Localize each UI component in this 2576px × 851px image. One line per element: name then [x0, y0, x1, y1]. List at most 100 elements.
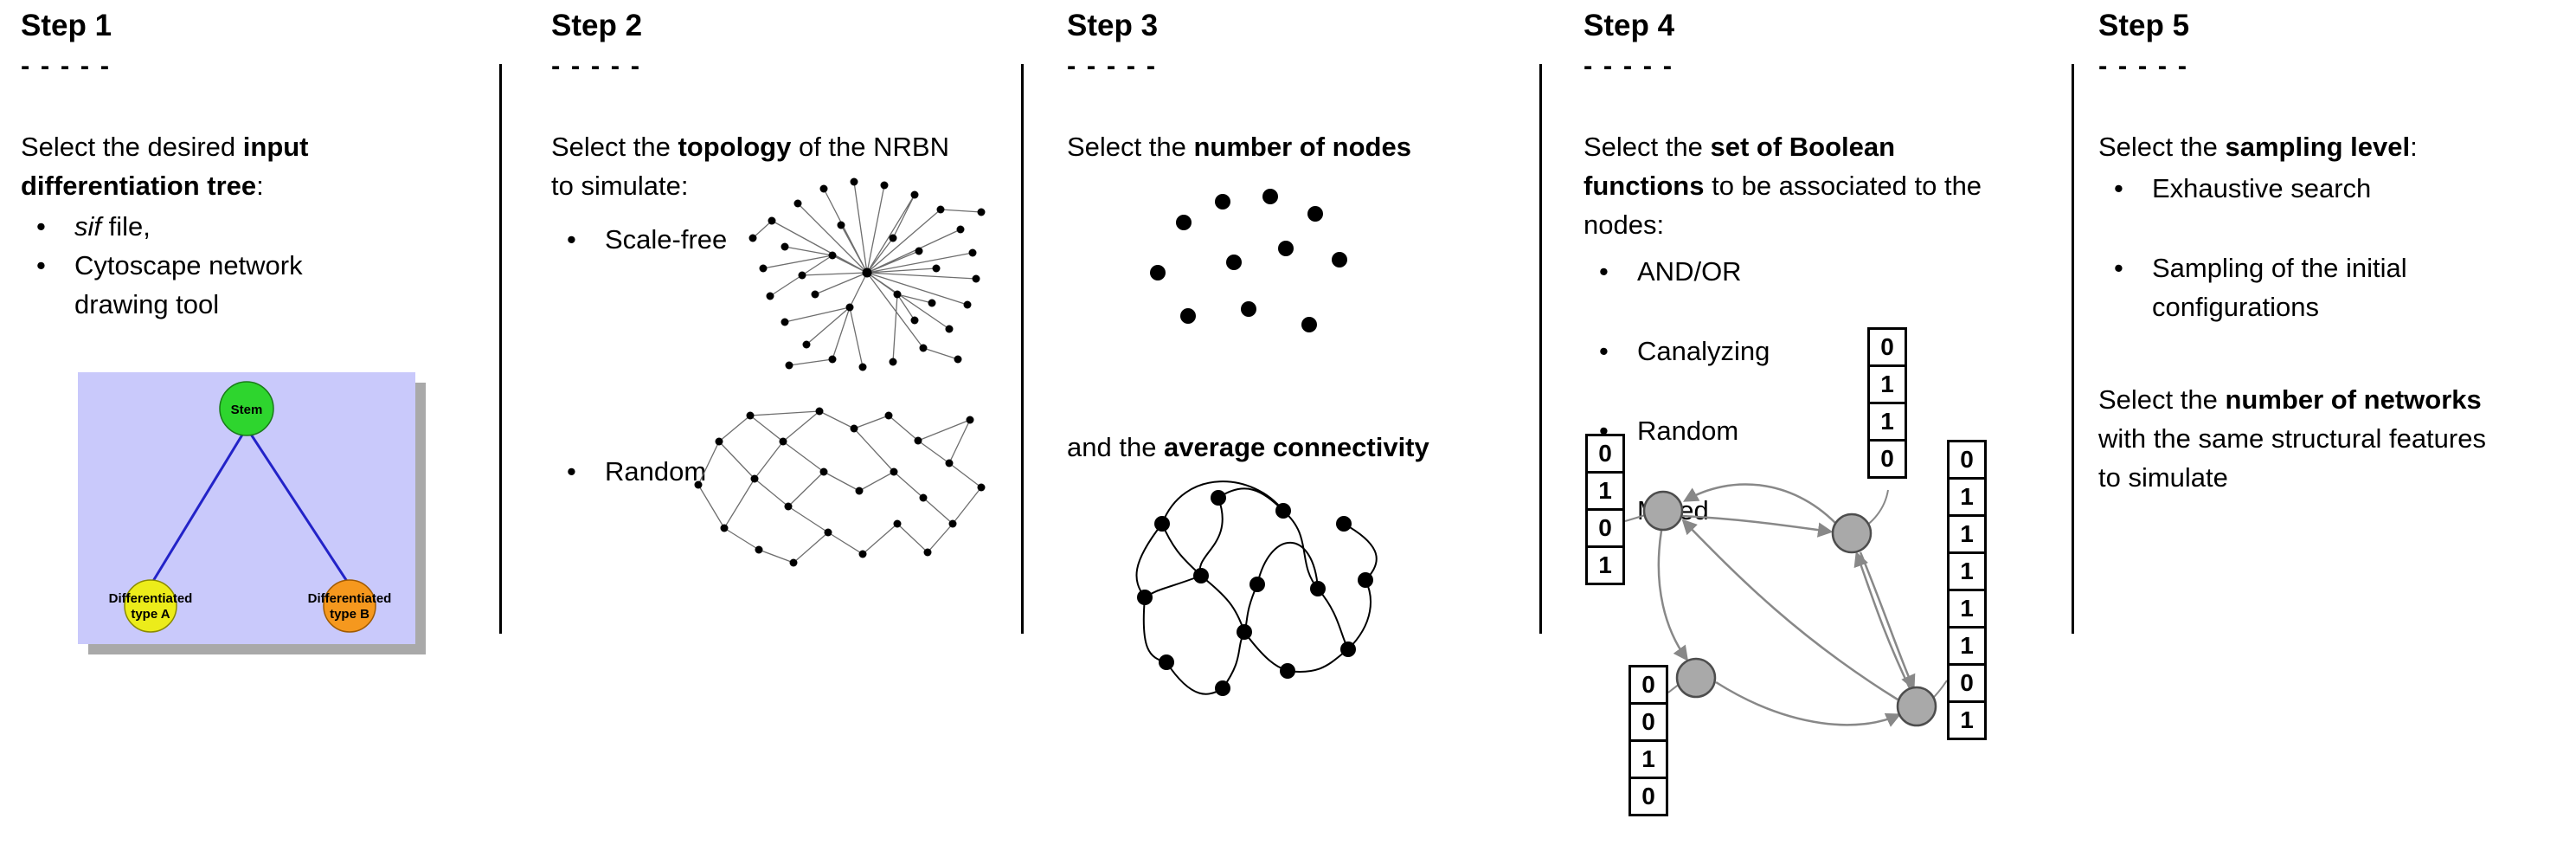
type-b-label-line1: Differentiated [308, 591, 392, 606]
boolean-table-cell: 0 [1585, 508, 1625, 548]
boolean-table-cell: 0 [1947, 440, 1987, 480]
step-1-intro-post: : [256, 170, 264, 201]
column-divider [1539, 64, 1542, 634]
step-3-line2-pre: and the [1067, 432, 1165, 462]
step-5-networks-para: Select the number of networks with the s… [2098, 381, 2496, 498]
step-4-bullet-and-or: AND/OR [1584, 253, 1897, 292]
boolean-table-cell: 0 [1628, 777, 1668, 816]
scale-free-nodes [748, 177, 986, 371]
step-5-intro: Select the sampling level: [2098, 128, 2566, 167]
step-2-dashes: - - - - - [551, 50, 642, 81]
boolean-table-top: 0 1 1 0 [1867, 327, 1907, 479]
type-a-label-line1: Differentiated [109, 591, 193, 606]
boolean-table-right: 0 1 1 1 1 1 0 1 [1947, 440, 1987, 740]
step-3-dashes: - - - - - [1067, 50, 1158, 81]
random-edges [697, 410, 982, 564]
step-5-networks-post: with the same structural features to sim… [2098, 422, 2486, 493]
step-5-dashes: - - - - - [2098, 50, 2189, 81]
type-b-node [323, 579, 376, 633]
type-a-label-line2: type A [131, 607, 170, 622]
step-1-bullet-file: file, [101, 211, 151, 242]
boolean-table-cell: 0 [1867, 439, 1907, 479]
step-5-bullet-sampling: Sampling of the initial configurations [2098, 249, 2515, 327]
boolean-network-illustration: 0 1 1 0 0 1 0 1 0 1 1 1 1 1 0 1 [1584, 319, 1999, 851]
step-4-intro-pre: Select the [1584, 132, 1711, 162]
step-1-bullet-list: sif file, Cytoscape network drawing tool [21, 208, 384, 325]
boolean-node-1 [1642, 490, 1684, 532]
step-2-intro-pre: Select the [551, 132, 678, 162]
boolean-table-cell: 0 [1947, 663, 1987, 703]
step-2-column: Step 2 - - - - - Select the topology of … [551, 0, 1021, 851]
boolean-arrows [1657, 483, 1916, 727]
step-4-bullet-random: Random [1584, 412, 1897, 451]
boolean-node-2 [1831, 513, 1873, 554]
boolean-node-3 [1675, 657, 1717, 699]
boolean-network-graph [1624, 483, 1948, 727]
boolean-nodes [1642, 490, 1937, 727]
differentiation-tree-illustration: Stem Differentiated type A Differentiate… [78, 372, 426, 654]
step-3-line1-pre: Select the [1067, 132, 1194, 162]
step-5-bullet-exhaustive: Exhaustive search [2098, 170, 2550, 209]
type-b-label-line2: type B [330, 607, 369, 622]
connectivity-illustration [1135, 480, 1378, 696]
step-4-intro-post: to be associated to the nodes: [1584, 170, 1982, 240]
boolean-table-cell: 1 [1628, 739, 1668, 779]
boolean-table-bottom: 0 0 1 0 [1628, 665, 1668, 816]
tree-edge-b [245, 427, 351, 586]
boolean-table-cell: 1 [1585, 545, 1625, 585]
step-3-line2-bold: average connectivity [1164, 432, 1429, 462]
stem-label: Stem [231, 403, 263, 417]
dots [1150, 189, 1347, 332]
step-2-title: Step 2 [551, 9, 643, 42]
stem-node [219, 381, 274, 436]
step-5-intro-pre: Select the [2098, 132, 2226, 162]
step-5-networks-pre: Select the [2098, 384, 2226, 415]
step-1-bullet-sif: sif [74, 211, 101, 242]
column-divider [1021, 64, 1024, 634]
column-divider [499, 64, 502, 634]
nodes-dots-illustration [1150, 189, 1347, 332]
step-1-intro-pre: Select the desired [21, 132, 243, 162]
boolean-table-cell: 1 [1867, 402, 1907, 442]
step-4-column: Step 4 - - - - - Select the set of Boole… [1584, 0, 2064, 851]
type-a-node [124, 579, 177, 633]
tree-edge-a [149, 427, 248, 586]
boolean-table-cell: 0 [1585, 434, 1625, 474]
step-3-line1-bold: number of nodes [1193, 132, 1411, 162]
boolean-table-cell: 0 [1628, 702, 1668, 742]
step-2-intro: Select the topology of the NRBN to simul… [551, 128, 954, 206]
boolean-node-4 [1896, 686, 1937, 727]
step-4-title: Step 4 [1584, 9, 1675, 42]
step-3-column: Step 3 - - - - - Select the number of no… [1067, 0, 1534, 851]
step-5-networks-bold: number of networks [2225, 384, 2482, 415]
step-4-intro-bold: set of Boolean functions [1584, 132, 1896, 201]
connectivity-edges [1135, 480, 1378, 695]
boolean-table-cell: 1 [1947, 589, 1987, 629]
step-2-intro-bold: topology [678, 132, 792, 162]
boolean-table-cell: 0 [1628, 665, 1668, 705]
boolean-table-cell: 1 [1947, 626, 1987, 666]
step-4-dashes: - - - - - [1584, 50, 1674, 81]
step-1-dashes: - - - - - [21, 50, 112, 81]
random-network-illustration [694, 407, 986, 567]
step-5-title: Step 5 [2098, 9, 2190, 42]
step-3-title: Step 3 [1067, 9, 1159, 42]
step-5-intro-bold: sampling level [2225, 132, 2411, 162]
boolean-table-left: 0 1 0 1 [1585, 434, 1625, 585]
step-2-bullet-scale-free: Scale-free [551, 221, 778, 260]
step-5-intro-post: : [2410, 132, 2418, 162]
scale-free-network-illustration [748, 177, 986, 371]
step-2-bullet-random: Random [551, 453, 778, 492]
boolean-table-cell: 1 [1947, 477, 1987, 517]
random-nodes [694, 407, 986, 567]
step-1-bullet-cytoscape: Cytoscape network drawing tool [21, 247, 384, 325]
step-1-title: Step 1 [21, 9, 112, 42]
boolean-table-cell: 1 [1947, 551, 1987, 591]
step-4-intro: Select the set of Boolean functions to b… [1584, 128, 1990, 245]
boolean-table-cell: 1 [1585, 471, 1625, 511]
boolean-table-cell: 1 [1947, 514, 1987, 554]
boolean-table-cell: 1 [1947, 700, 1987, 740]
connectivity-nodes [1137, 490, 1373, 696]
step-3-line1: Select the number of nodes [1067, 128, 1534, 167]
